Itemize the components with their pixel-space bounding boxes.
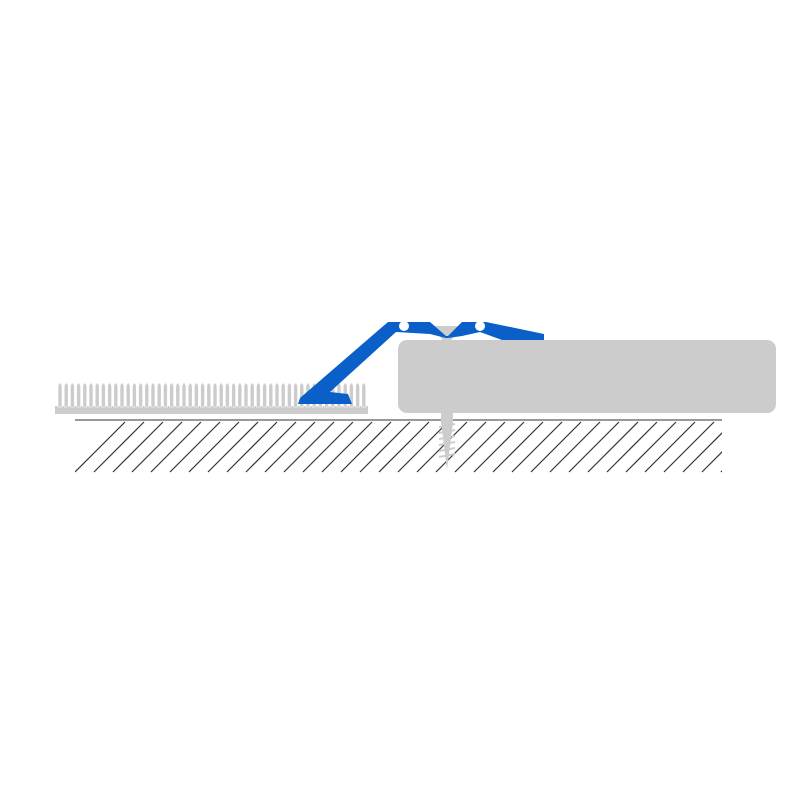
carpet-tuft [355,382,360,408]
hatch-line [359,421,411,473]
carpet-tuft [119,382,125,408]
carpet-tuft [94,382,100,408]
carpet-tuft [256,382,261,408]
carpet-tuft [156,382,162,408]
carpet-tuft [76,382,81,408]
carpet-tuft [225,382,230,408]
carpet-tuft [163,382,168,408]
carpet-tuft [70,382,75,408]
hatch-line [530,421,582,473]
hatch-line [131,421,183,473]
hatch-line [93,421,145,473]
hatch-line [416,421,468,473]
hatch-line [112,421,164,473]
hatch-line [454,421,506,473]
hatch-line [283,421,335,473]
hatch-line [435,421,487,473]
hatch-line [150,421,202,473]
carpet-tuft [101,382,106,408]
carpet-tuft [132,382,137,408]
hatch-line [511,421,563,473]
carpet-tuft [262,382,267,408]
carpet-tuft [82,382,88,408]
subfloor [75,419,790,473]
carpet-tuft [212,382,218,408]
hard-floor-panel [398,340,776,413]
carpet-tuft [63,382,69,408]
profile-knuckle-right [475,321,485,331]
carpet-tuft [181,382,187,408]
carpet-tuft [200,382,205,408]
hatch-line [340,421,392,473]
carpet-tuft [88,382,94,408]
hatch-line [549,421,601,473]
carpet-tuft [218,382,224,408]
hatch-line [568,421,620,473]
carpet-tuft [113,382,119,408]
carpet-tuft [293,382,298,408]
hatch-line [720,470,722,473]
carpet-tuft [150,382,156,408]
hatch-line [473,421,525,473]
carpet-tuft [231,382,236,408]
carpet-tuft [280,382,286,408]
hatch-line [740,422,790,472]
hatch-line [207,421,259,473]
hatch-line [492,421,544,473]
carpet-tuft [287,382,292,408]
carpet-backing [55,406,368,414]
hatch-line [682,432,722,473]
carpet-tuft [274,382,280,408]
hatch-line [378,421,430,473]
hatch-line [169,421,221,473]
hatch-line [75,421,126,473]
hatch-line [397,421,449,473]
hatch-line [644,421,696,473]
screw-shank [441,342,453,422]
hatch-line [625,421,677,473]
hatch-line [264,421,316,473]
carpet-tuft [268,382,274,408]
carpet-tuft [237,382,243,408]
hatch-line [226,421,278,473]
carpet-tuft [243,382,249,408]
hatch-line [302,421,354,473]
hatch-line [188,421,240,473]
hatch-line [663,421,715,473]
carpet-tuft [169,382,174,408]
carpet-tuft [361,382,367,408]
hatch-line [587,421,639,473]
hatch-line [321,421,373,473]
hatch-line [245,421,297,473]
screw-tip [441,422,453,470]
profile-ramp [298,322,544,404]
transition-profile [298,321,544,404]
carpet-tuft [249,382,255,408]
hatch-line [606,421,658,473]
carpet-tuft [107,382,112,408]
carpet-tuft [138,382,143,408]
carpet-tuft [194,382,199,408]
carpet-tuft [187,382,193,408]
subfloor-hatching [75,421,790,473]
hatch-line [701,451,722,473]
carpet-tuft [206,382,212,408]
carpet-tuft [175,382,181,408]
carpet-tuft [125,382,131,408]
carpet-tuft [144,382,150,408]
carpet-tuft [57,382,63,408]
profile-knuckle-left [399,321,409,331]
